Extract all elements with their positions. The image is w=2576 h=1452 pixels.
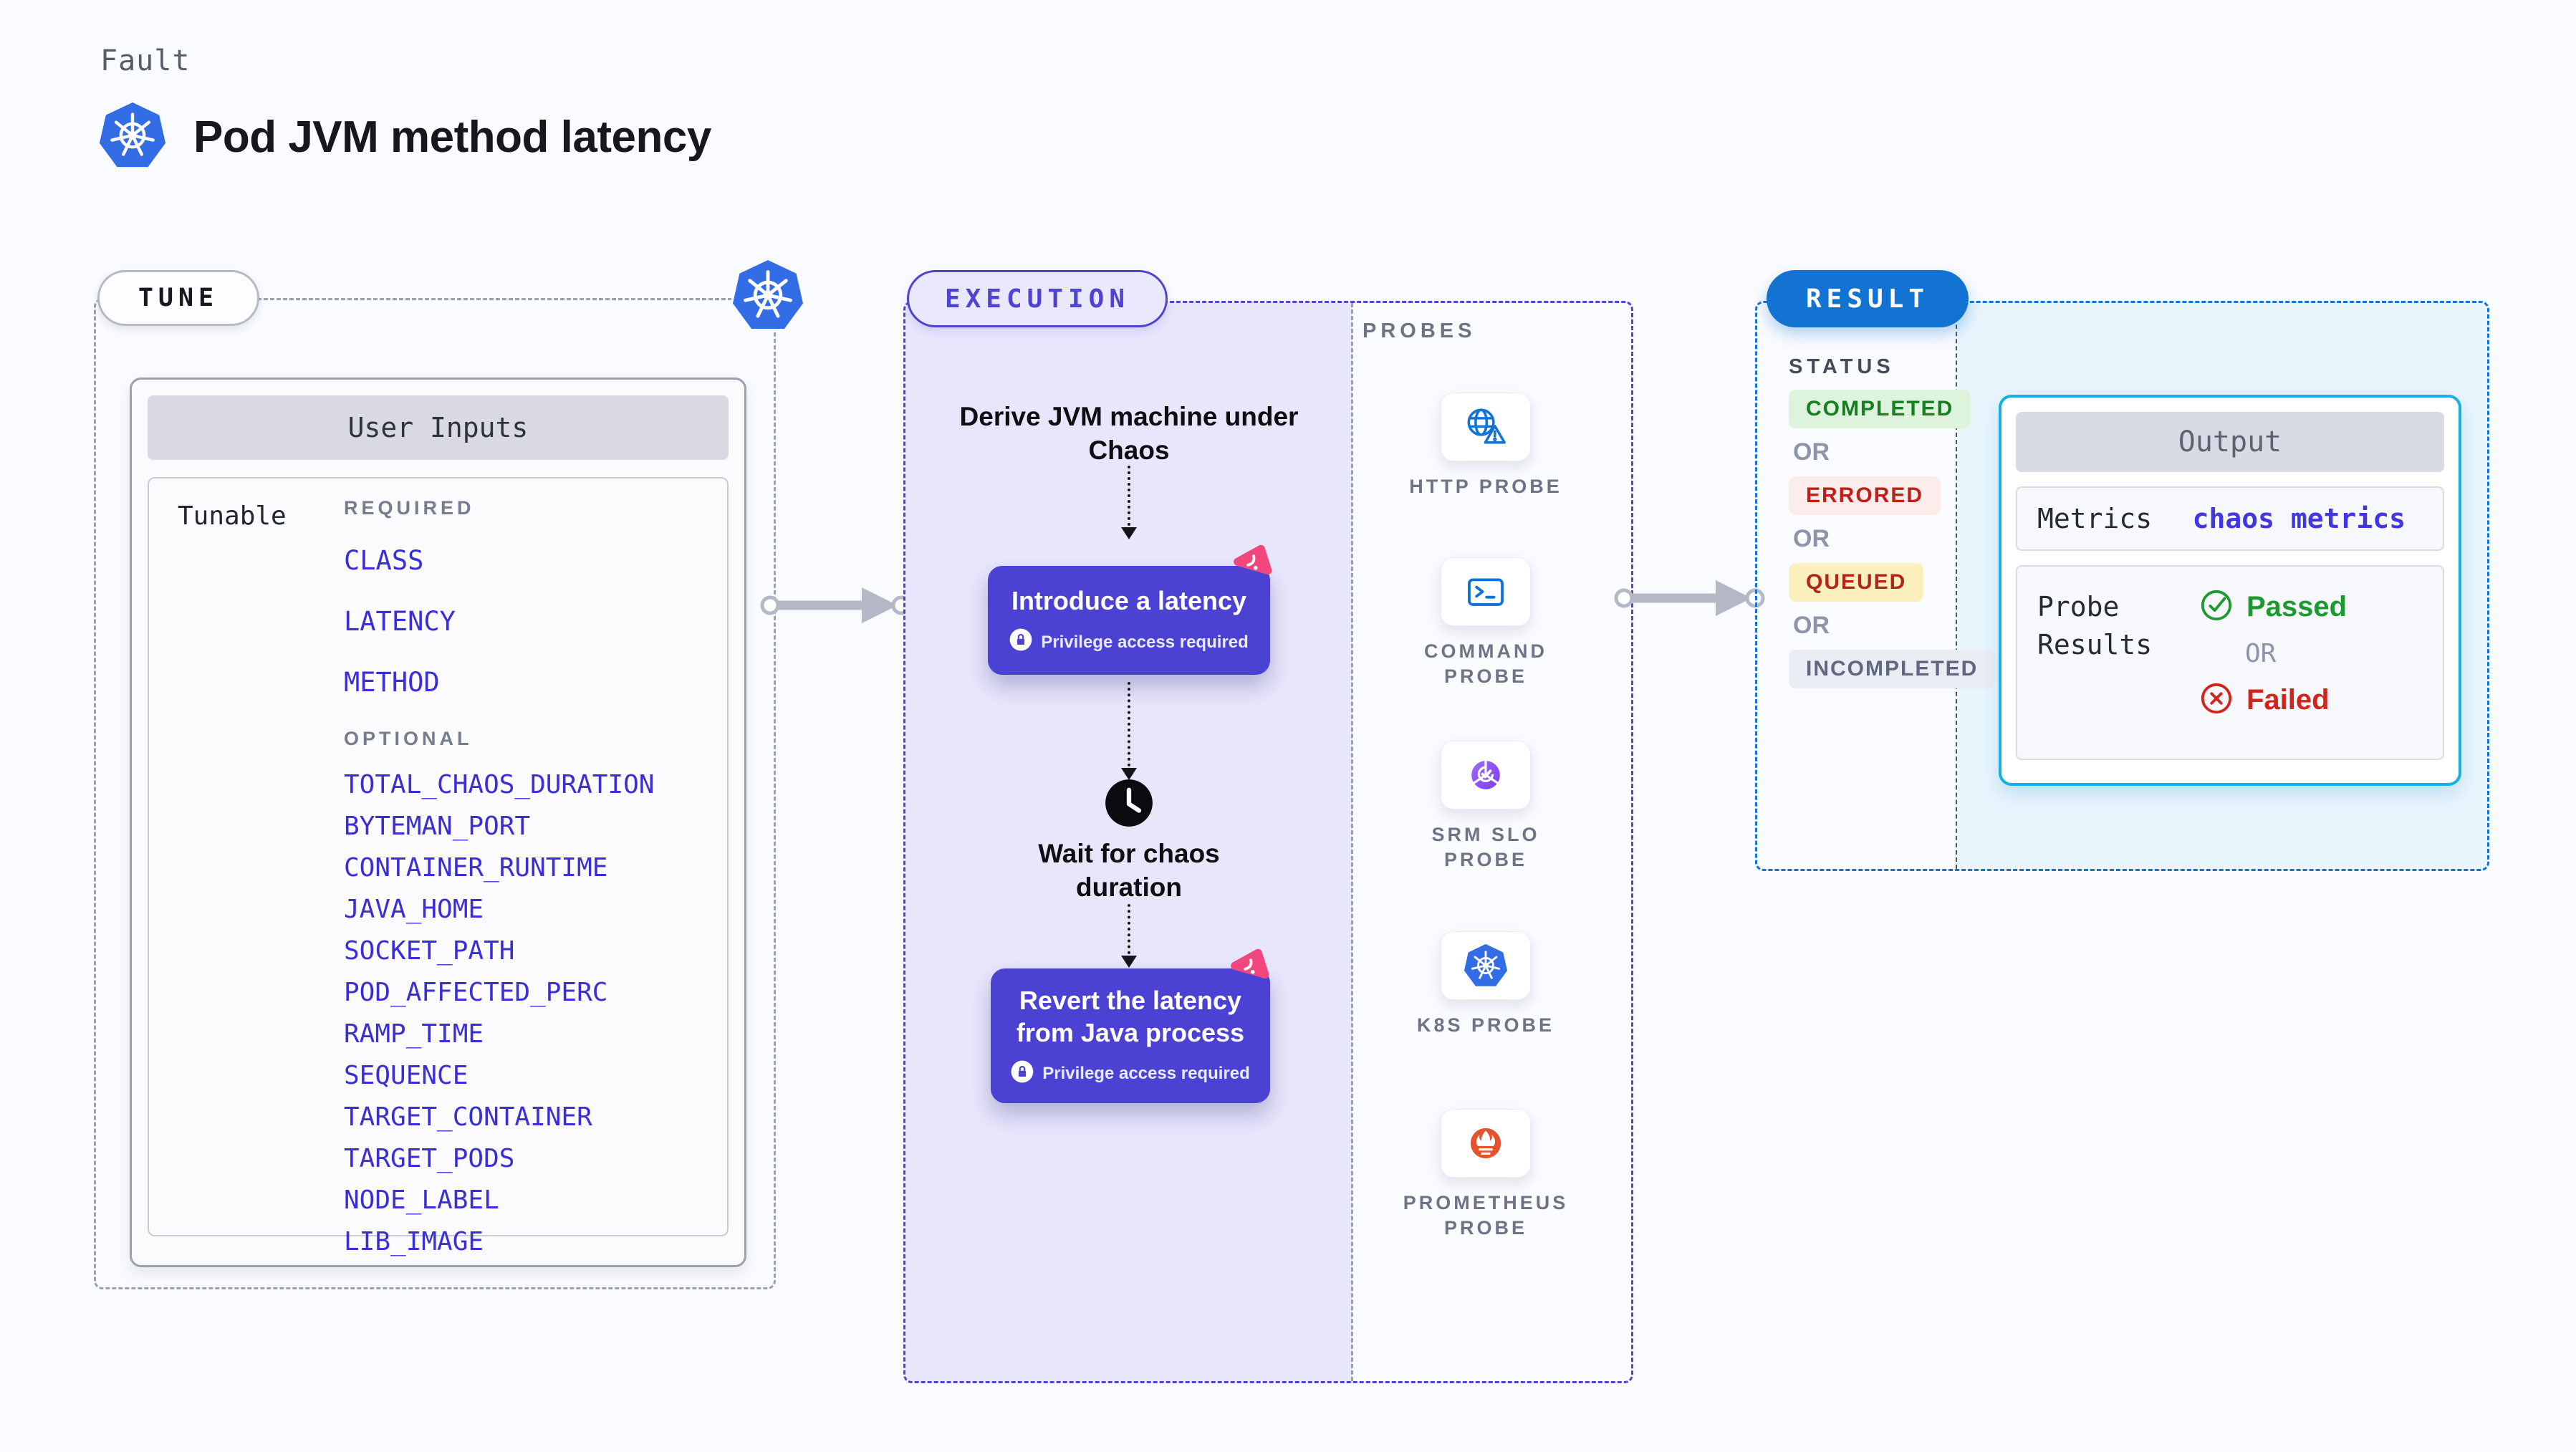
lock-icon [1011,1060,1034,1088]
result-section [1755,301,2489,871]
required-section-label: REQUIRED [344,497,475,519]
kubernetes-icon [729,256,807,334]
execution-section [903,301,1633,1383]
revert-latency-step: Revert the latency from Java process Pri… [991,968,1270,1103]
parameter-item: TARGET_PODS [344,1144,515,1173]
parameter-item: BYTEMAN_PORT [344,812,531,841]
metrics-label: Metrics [2037,503,2153,534]
probe-results-row: Probe Results Passed OR [2016,565,2444,760]
status-badge-queued: QUEUED [1789,563,1924,602]
passed-label: Passed [2246,591,2347,622]
tune-pill: TUNE [97,270,259,326]
lock-icon [1009,628,1032,656]
user-inputs-title: User Inputs [148,395,729,460]
probe-name: SRM SLO PROBE [1431,824,1540,871]
user-inputs-card: User Inputs Tunable REQUIRED CLASS LATEN… [130,378,746,1267]
dotted-connector [1128,904,1130,954]
status-badge-errored: ERRORED [1789,476,1941,515]
prometheus-probe-icon [1441,1109,1531,1178]
passed-line: Passed [2199,588,2347,626]
privilege-badge: Privilege access required [1011,1060,1250,1088]
parameter-item: CLASS [344,545,424,576]
or-label: OR [1793,438,1830,466]
arrow-down-icon [1121,768,1137,780]
step-title: Revert the latency from Java process [1016,985,1245,1047]
result-pill: RESULT [1767,270,1969,327]
output-card: Output Metrics chaos metrics Probe Resul… [1999,395,2461,786]
failed-label: Failed [2246,684,2330,716]
status-badge-incompleted: INCOMPLETED [1789,650,1996,688]
probe-name: PROMETHEUS PROBE [1403,1192,1569,1239]
parameter-item: TOTAL_CHAOS_DURATION [344,770,655,799]
srm-slo-probe-icon [1441,741,1531,809]
parameter-item: LIB_IMAGE [344,1227,484,1256]
execution-to-result-arrow [1611,573,1767,627]
dotted-connector [1128,466,1130,526]
page-title-row: Pod JVM method latency [97,100,711,174]
tune-to-execution-arrow [757,580,913,634]
privilege-badge-text: Privilege access required [1041,632,1249,652]
status-section-label: STATUS [1789,355,1895,378]
check-circle-icon [2199,588,2234,626]
arrow-down-icon [1121,956,1137,968]
step-title: Introduce a latency [1011,586,1247,615]
dotted-connector [1128,682,1130,766]
parameter-item: SOCKET_PATH [344,936,515,966]
status-badge-completed: COMPLETED [1789,390,1971,428]
metrics-value: chaos metrics [2192,503,2406,534]
or-label: OR [1793,525,1830,552]
parameter-item: JAVA_HOME [344,895,484,924]
probe-item: K8S PROBE [1378,931,1593,1038]
privilege-badge-text: Privilege access required [1042,1064,1250,1083]
execution-step-wait: Wait for chaos duration [1038,839,1220,903]
parameter-item: SEQUENCE [344,1061,468,1090]
http-probe-icon [1441,393,1531,461]
failed-line: Failed [2199,681,2347,719]
or-label: OR [1793,612,1830,639]
chaos-atom-icon [1224,943,1274,996]
probe-name: COMMAND PROBE [1424,640,1547,688]
x-circle-icon [2199,681,2234,719]
probe-name: K8S PROBE [1416,1014,1555,1036]
probes-section-label: PROBES [1363,319,1476,342]
metrics-row: Metrics chaos metrics [2016,486,2444,551]
chaos-atom-icon [1226,539,1277,592]
probe-results-label: Probe Results [2037,591,2153,661]
execution-pill: EXECUTION [907,270,1168,327]
tunable-panel: Tunable REQUIRED CLASS LATENCY METHOD OP… [148,477,729,1256]
tune-section [94,298,776,1289]
probe-item: HTTP PROBE [1378,393,1593,499]
parameter-item: CONTAINER_RUNTIME [344,853,608,883]
probe-results-values: Passed OR Failed [2199,588,2347,759]
parameter-item: NODE_LABEL [344,1186,499,1215]
k8s-probe-icon [1441,931,1531,1000]
clock-icon [1104,778,1154,832]
arrow-down-icon [1121,527,1137,539]
parameter-item: LATENCY [344,606,456,637]
parameter-list: REQUIRED CLASS LATENCY METHOD OPTIONAL T… [344,497,654,1269]
probe-item: PROMETHEUS PROBE [1378,1109,1593,1241]
parameter-item: RAMP_TIME [344,1019,484,1049]
probe-item: SRM SLO PROBE [1378,741,1593,872]
parameter-item: METHOD [344,667,440,698]
kubernetes-icon [97,100,168,174]
introduce-latency-step: Introduce a latency Privilege access req… [988,566,1270,675]
probes-divider [1351,303,1353,1381]
parameter-item: TARGET_CONTAINER [344,1102,592,1132]
probe-item: COMMAND PROBE [1378,557,1593,689]
execution-step-derive: Derive JVM machine under Chaos [959,402,1299,466]
command-probe-icon [1441,557,1531,626]
tunable-label: Tunable [178,501,287,531]
probe-name: HTTP PROBE [1409,476,1562,497]
optional-section-label: OPTIONAL [344,728,473,749]
output-title: Output [2016,412,2444,472]
parameter-item: POD_AFFECTED_PERC [344,978,608,1007]
privilege-badge: Privilege access required [1009,628,1249,656]
fault-eyebrow-label: Fault [100,44,191,77]
or-label: OR [2245,639,2277,668]
status-list: COMPLETED OR ERRORED OR QUEUED OR INCOMP… [1789,390,1996,698]
result-divider [1956,303,1957,869]
page-title: Pod JVM method latency [193,112,711,162]
